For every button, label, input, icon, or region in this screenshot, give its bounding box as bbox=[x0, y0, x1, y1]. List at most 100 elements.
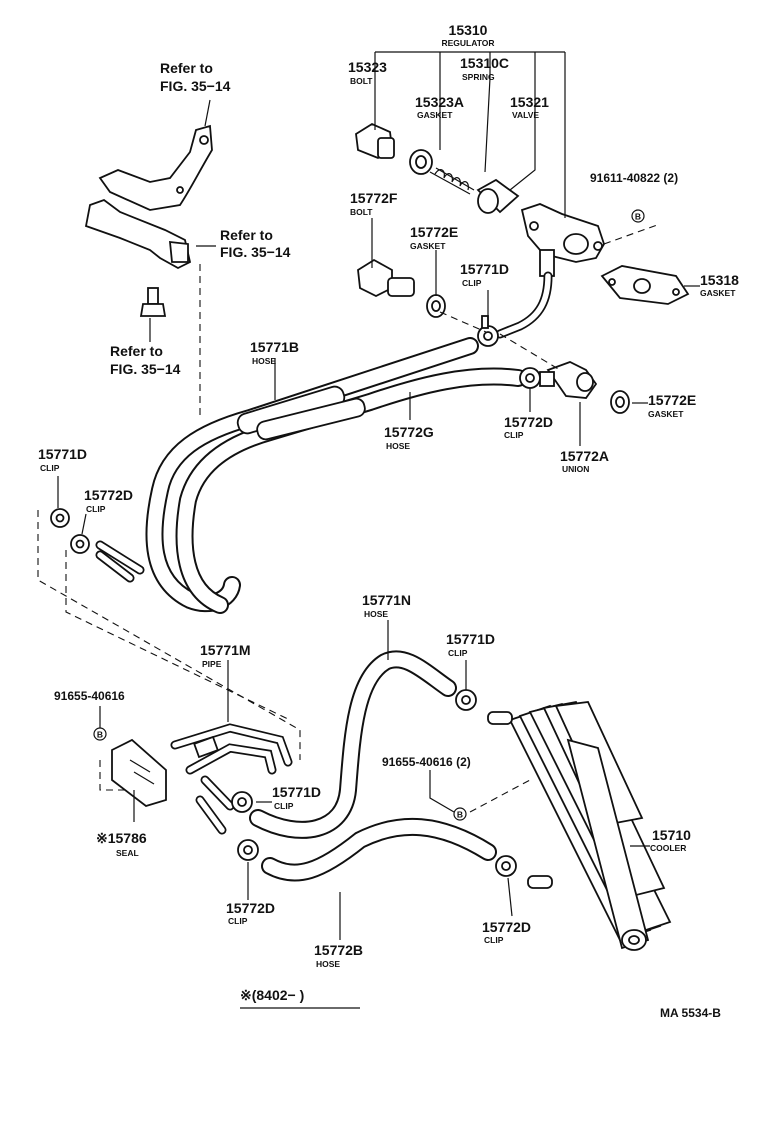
label-15310: 15310 REGULATOR bbox=[441, 22, 494, 48]
svg-text:15772G: 15772G bbox=[384, 424, 434, 440]
svg-text:SEAL: SEAL bbox=[116, 848, 139, 858]
bolt-15772f bbox=[357, 258, 415, 298]
svg-text:CLIP: CLIP bbox=[448, 648, 468, 658]
b-mark-right: B bbox=[453, 807, 467, 821]
clip-15771d-cooler bbox=[455, 689, 477, 711]
svg-text:15772D: 15772D bbox=[84, 487, 133, 503]
svg-text:HOSE: HOSE bbox=[316, 959, 340, 969]
svg-text:15772D: 15772D bbox=[504, 414, 553, 430]
svg-text:HOSE: HOSE bbox=[364, 609, 388, 619]
hose-15771n bbox=[249, 650, 457, 839]
refer-note-2: Refer to FIG. 35−14 bbox=[220, 227, 291, 260]
pipe-15771m bbox=[170, 723, 293, 835]
svg-text:BOLT: BOLT bbox=[350, 76, 373, 86]
svg-text:15318: 15318 bbox=[700, 272, 739, 288]
svg-text:※15786: ※15786 bbox=[96, 830, 147, 846]
svg-text:91611-40822 (2): 91611-40822 (2) bbox=[590, 171, 678, 185]
seal-15786 bbox=[111, 738, 167, 807]
label-15772f: 15772F BOLT bbox=[350, 190, 398, 217]
svg-text:15771D: 15771D bbox=[38, 446, 87, 462]
svg-text:CLIP: CLIP bbox=[504, 430, 524, 440]
svg-text:CLIP: CLIP bbox=[86, 504, 106, 514]
svg-text:15772D: 15772D bbox=[226, 900, 275, 916]
svg-text:※(8402− ): ※(8402− ) bbox=[240, 987, 304, 1003]
svg-text:15772E: 15772E bbox=[648, 392, 696, 408]
bolt-15323 bbox=[355, 122, 395, 160]
svg-text:GASKET: GASKET bbox=[410, 241, 446, 251]
svg-text:15772E: 15772E bbox=[410, 224, 458, 240]
svg-text:CLIP: CLIP bbox=[40, 463, 60, 473]
label-15310c: 15310C SPRING bbox=[460, 55, 509, 82]
label-15771b: 15771B HOSE bbox=[250, 339, 299, 366]
clip-15771d-lower bbox=[231, 791, 253, 813]
label-15710: 15710 COOLER bbox=[650, 827, 691, 853]
clip-15772d-cooler bbox=[495, 855, 517, 877]
bracket-upper bbox=[98, 124, 213, 211]
svg-text:15321: 15321 bbox=[510, 94, 549, 110]
svg-text:Refer to: Refer to bbox=[110, 343, 163, 359]
svg-text:CLIP: CLIP bbox=[462, 278, 482, 288]
svg-text:VALVE: VALVE bbox=[512, 110, 539, 120]
svg-text:HOSE: HOSE bbox=[386, 441, 410, 451]
svg-text:COOLER: COOLER bbox=[650, 843, 686, 853]
union-15772a bbox=[539, 361, 598, 399]
svg-text:15772A: 15772A bbox=[560, 448, 609, 464]
label-15772d-cooler: 15772D CLIP bbox=[482, 919, 531, 945]
svg-text:15772B: 15772B bbox=[314, 942, 363, 958]
svg-text:15771D: 15771D bbox=[460, 261, 509, 277]
cooler-15710 bbox=[487, 700, 672, 951]
refer-note-3: Refer to FIG. 35−14 bbox=[110, 343, 181, 377]
label-15771d-left: 15771D CLIP bbox=[38, 446, 87, 473]
drawing-code: MA 5534-B bbox=[660, 1006, 721, 1020]
svg-text:PIPE: PIPE bbox=[202, 659, 222, 669]
svg-text:B: B bbox=[635, 212, 641, 222]
svg-text:FIG. 35−14: FIG. 35−14 bbox=[110, 361, 181, 377]
svg-text:15771N: 15771N bbox=[362, 592, 411, 608]
hose-15772g bbox=[175, 367, 527, 614]
svg-text:15771B: 15771B bbox=[250, 339, 299, 355]
label-15772e-right: 15772E GASKET bbox=[648, 392, 696, 419]
svg-text:CLIP: CLIP bbox=[484, 935, 504, 945]
svg-text:15772D: 15772D bbox=[482, 919, 531, 935]
clip-15771d-top bbox=[477, 315, 499, 347]
label-91655-left: 91655-40616 bbox=[54, 689, 125, 703]
svg-text:CLIP: CLIP bbox=[274, 801, 294, 811]
svg-text:CLIP: CLIP bbox=[228, 916, 248, 926]
label-15771d-lower: 15771D CLIP bbox=[272, 784, 321, 811]
union-leader bbox=[499, 333, 561, 371]
svg-text:Refer to: Refer to bbox=[220, 227, 273, 243]
svg-text:REGULATOR: REGULATOR bbox=[441, 38, 494, 48]
bolt-bracket bbox=[139, 287, 167, 317]
svg-text:91655-40616: 91655-40616 bbox=[54, 689, 125, 703]
label-15772d-lower: 15772D CLIP bbox=[226, 900, 275, 926]
svg-text:15310: 15310 bbox=[449, 22, 488, 38]
left-hose-ends bbox=[95, 540, 145, 583]
clip-15771d-left bbox=[50, 508, 70, 528]
svg-text:15310C: 15310C bbox=[460, 55, 509, 71]
label-15772g: 15772G HOSE bbox=[384, 424, 434, 451]
svg-text:15772F: 15772F bbox=[350, 190, 398, 206]
svg-text:15771D: 15771D bbox=[272, 784, 321, 800]
svg-text:GASKET: GASKET bbox=[648, 409, 684, 419]
svg-text:15771D: 15771D bbox=[446, 631, 495, 647]
svg-text:Refer to: Refer to bbox=[160, 60, 213, 76]
label-15318: 15318 GASKET bbox=[700, 272, 739, 298]
clip-15772d-left bbox=[70, 534, 90, 554]
clip-15772d-mid bbox=[519, 367, 541, 389]
label-15772d-mid: 15772D CLIP bbox=[504, 414, 553, 440]
spring-15310c bbox=[429, 167, 475, 195]
refer-note-1: Refer to FIG. 35−14 bbox=[160, 60, 231, 94]
svg-text:UNION: UNION bbox=[562, 464, 589, 474]
svg-text:GASKET: GASKET bbox=[700, 288, 736, 298]
label-15786: ※15786 SEAL bbox=[96, 830, 147, 858]
label-15771n: 15771N HOSE bbox=[362, 592, 411, 619]
svg-text:FIG. 35−14: FIG. 35−14 bbox=[160, 78, 231, 94]
svg-text:SPRING: SPRING bbox=[462, 72, 495, 82]
label-15323: 15323 BOLT bbox=[348, 59, 387, 86]
label-15771m: 15771M PIPE bbox=[200, 642, 251, 669]
leader-lines bbox=[57, 51, 700, 940]
b-mark-left: B bbox=[93, 727, 107, 741]
svg-text:HOSE: HOSE bbox=[252, 356, 276, 366]
